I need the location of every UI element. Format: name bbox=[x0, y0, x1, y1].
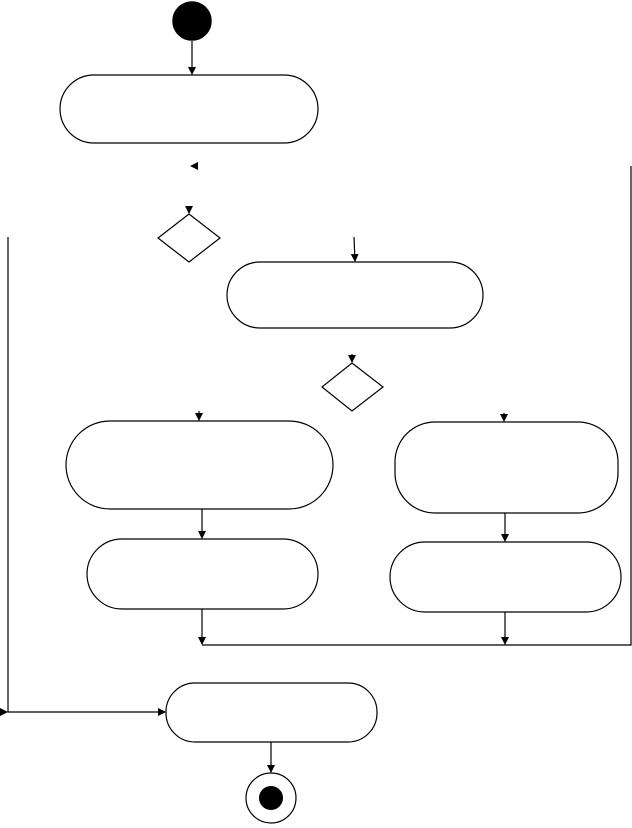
initial-node bbox=[172, 1, 212, 41]
activity-6 bbox=[389, 541, 622, 613]
activity-2 bbox=[226, 261, 484, 329]
edge-left-loop-tip bbox=[0, 708, 8, 716]
edges bbox=[0, 41, 632, 773]
activity-1 bbox=[59, 74, 319, 144]
edge-decision-1-to-activity-2 bbox=[350, 236, 359, 262]
activity-3 bbox=[65, 420, 334, 510]
activity-5 bbox=[86, 538, 319, 610]
final-node bbox=[245, 772, 297, 824]
activity-4 bbox=[394, 421, 619, 514]
activity-7 bbox=[165, 682, 378, 743]
decision-1 bbox=[157, 213, 221, 263]
edge-activity-1-to-decision-1-tip bbox=[190, 162, 198, 170]
decision-2 bbox=[321, 362, 384, 412]
merge-line bbox=[202, 166, 632, 646]
